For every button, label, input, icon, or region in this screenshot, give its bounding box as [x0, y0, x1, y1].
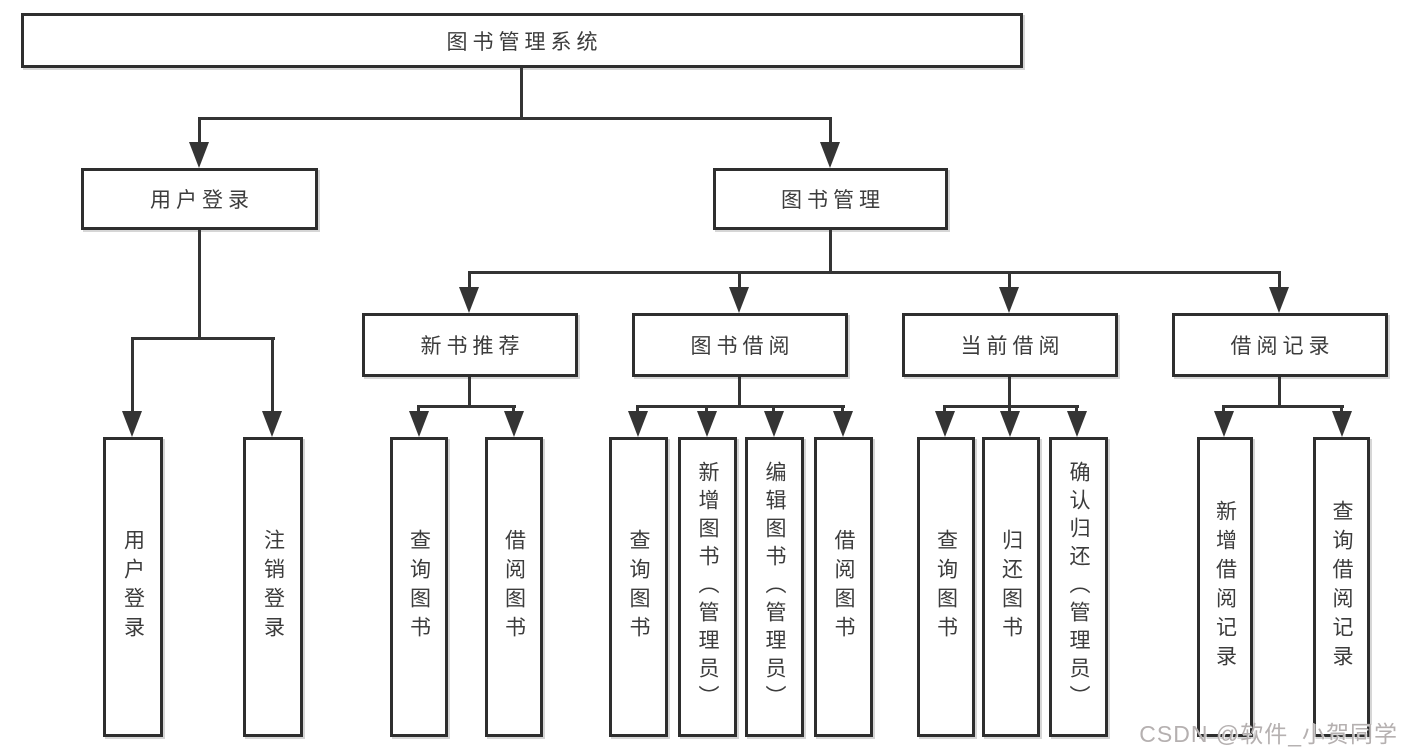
arrowhead-down: [122, 411, 142, 437]
connector-line: [1222, 405, 1344, 408]
arrowhead-down: [459, 287, 479, 313]
arrowhead-down: [504, 411, 524, 437]
connector-line: [417, 405, 516, 408]
node-label: 当前借阅: [960, 335, 1065, 358]
connector-line: [636, 405, 845, 408]
leaf-query-books-2: 查询图书: [609, 437, 668, 737]
arrowhead-down: [697, 411, 717, 437]
node-label: 查询图书: [627, 529, 650, 645]
leaf-user-login: 用户登录: [103, 437, 163, 737]
node-new-book-recommend: 新书推荐: [362, 313, 578, 377]
arrowhead-down: [820, 142, 840, 168]
connector-line: [943, 405, 946, 413]
connector-line: [1008, 377, 1011, 408]
arrowhead-down: [262, 411, 282, 437]
connector-line: [636, 405, 639, 413]
connector-line: [738, 377, 741, 408]
node-label: 查询图书: [934, 529, 958, 645]
arrowhead-down: [1214, 411, 1234, 437]
arrowhead-down: [1067, 411, 1087, 437]
node-label: 新增借阅记录: [1213, 500, 1237, 674]
node-current-borrow: 当前借阅: [902, 313, 1118, 377]
node-label: 用户登录: [150, 189, 254, 212]
connector-line: [1008, 271, 1011, 289]
connector-line: [131, 337, 134, 413]
leaf-query-books-3: 查询图书: [917, 437, 975, 737]
node-book-borrow: 图书借阅: [632, 313, 848, 377]
arrowhead-down: [764, 411, 784, 437]
connector-line: [131, 337, 275, 340]
connector-line: [198, 117, 832, 120]
leaf-borrow-books-1: 借阅图书: [485, 437, 543, 737]
connector-line: [1340, 405, 1343, 413]
connector-line: [271, 337, 274, 413]
leaf-add-borrow-record: 新增借阅记录: [1197, 437, 1253, 737]
connector-line: [943, 405, 1079, 408]
node-label: 查询借阅记录: [1330, 500, 1353, 674]
connector-line: [520, 68, 523, 120]
arrowhead-down: [1000, 411, 1020, 437]
node-label: 图书借阅: [690, 335, 795, 358]
connector-line: [1278, 271, 1281, 289]
node-borrow-records: 借阅记录: [1172, 313, 1388, 377]
arrowhead-down: [999, 287, 1019, 313]
connector-line: [1008, 405, 1011, 413]
leaf-query-borrow-record: 查询借阅记录: [1313, 437, 1370, 737]
connector-line: [738, 271, 741, 289]
node-user-login: 用户登录: [81, 168, 318, 230]
arrowhead-down: [189, 142, 209, 168]
node-label: 图书管理系统: [446, 30, 603, 54]
leaf-confirm-return-admin: 确认归还（管理员）: [1049, 437, 1108, 737]
leaf-borrow-books-2: 借阅图书: [814, 437, 873, 737]
leaf-edit-books-admin: 编辑图书（管理员）: [745, 437, 804, 737]
arrowhead-down: [1269, 287, 1289, 313]
node-label: 确认归还（管理员）: [1067, 461, 1090, 713]
connector-line: [512, 405, 515, 413]
arrowhead-down: [833, 411, 853, 437]
connector-line: [1278, 377, 1281, 408]
node-label: 查询图书: [407, 529, 431, 645]
node-label: 编辑图书（管理员）: [763, 461, 786, 713]
connector-line: [417, 405, 420, 413]
arrowhead-down: [935, 411, 955, 437]
arrowhead-down: [729, 287, 749, 313]
connector-line: [198, 230, 201, 340]
connector-line: [705, 405, 708, 413]
leaf-logout: 注销登录: [243, 437, 303, 737]
node-label: 借阅图书: [832, 529, 855, 645]
node-root-library-system: 图书管理系统: [21, 13, 1023, 68]
connector-line: [1075, 405, 1078, 413]
csdn-watermark: CSDN @软件_小贺同学: [1139, 721, 1398, 747]
node-label: 注销登录: [261, 529, 285, 645]
leaf-query-books-1: 查询图书: [390, 437, 448, 737]
node-label: 新增图书（管理员）: [696, 461, 719, 713]
connector-line: [829, 117, 832, 144]
node-label: 借阅图书: [502, 529, 526, 645]
connector-line: [468, 271, 1281, 274]
node-label: 图书管理: [781, 189, 885, 212]
node-label: 借阅记录: [1230, 335, 1335, 358]
connector-line: [198, 117, 201, 144]
connector-line: [468, 377, 471, 408]
arrowhead-down: [1332, 411, 1352, 437]
connector-line: [772, 405, 775, 413]
node-label: 归还图书: [999, 529, 1023, 645]
arrowhead-down: [628, 411, 648, 437]
leaf-return-books: 归还图书: [982, 437, 1040, 737]
connector-line: [829, 230, 832, 274]
node-label: 用户登录: [121, 529, 145, 645]
node-label: 新书推荐: [420, 335, 525, 358]
node-book-management: 图书管理: [713, 168, 948, 230]
leaf-add-books-admin: 新增图书（管理员）: [678, 437, 737, 737]
connector-line: [1222, 405, 1225, 413]
arrowhead-down: [409, 411, 429, 437]
connector-line: [468, 271, 471, 289]
connector-line: [841, 405, 844, 413]
